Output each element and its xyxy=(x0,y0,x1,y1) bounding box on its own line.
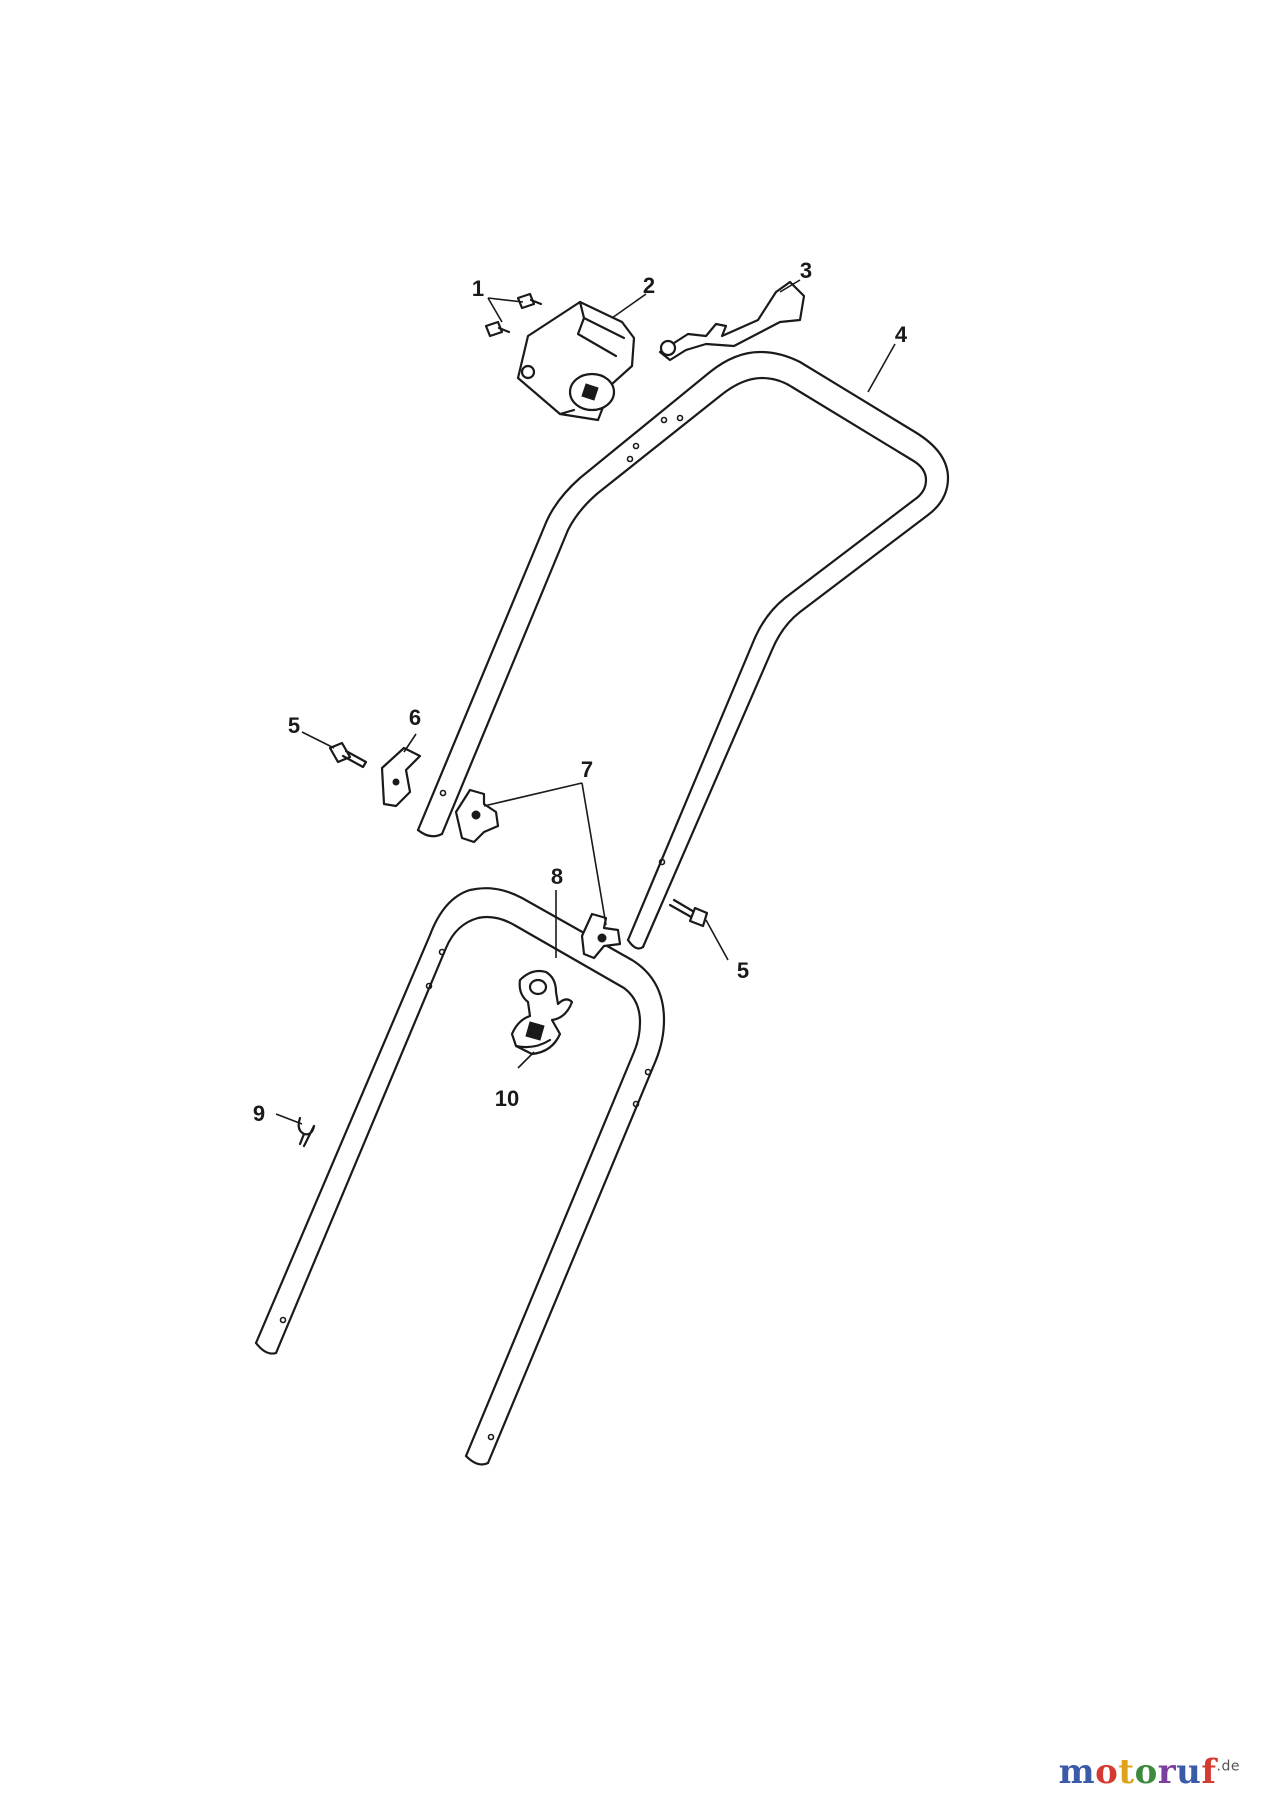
cable-guide xyxy=(510,969,574,1056)
bolt-left xyxy=(328,741,368,769)
watermark-suffix: .de xyxy=(1216,1758,1240,1775)
callouts: 1 2 3 4 5 5 6 7 8 9 10 xyxy=(253,258,908,1126)
callout-6: 6 xyxy=(409,705,421,730)
callout-5-left: 5 xyxy=(288,713,300,738)
upper-handle xyxy=(416,350,950,950)
screws xyxy=(484,292,543,338)
callout-10: 10 xyxy=(495,1086,519,1111)
callout-7: 7 xyxy=(581,757,593,782)
callout-4: 4 xyxy=(895,322,908,347)
clip xyxy=(297,1116,316,1148)
lever xyxy=(658,280,806,362)
watermark-letter: r xyxy=(1157,1752,1177,1792)
lower-handle xyxy=(254,887,666,1466)
watermark-letter: m xyxy=(1058,1752,1096,1792)
callout-9: 9 xyxy=(253,1101,265,1126)
leader-lines xyxy=(275,279,896,1125)
watermark-letter: f xyxy=(1201,1752,1217,1792)
wing-nut-left xyxy=(454,788,500,844)
callout-8: 8 xyxy=(551,864,563,889)
callout-3: 3 xyxy=(800,258,812,283)
watermark-letter: u xyxy=(1176,1752,1202,1792)
bolt-right xyxy=(668,898,709,928)
callout-2: 2 xyxy=(643,273,655,298)
clamp-housing xyxy=(516,300,636,422)
wing-nut-right xyxy=(580,912,622,960)
watermark-letter: o xyxy=(1134,1752,1158,1792)
callout-5-right: 5 xyxy=(737,958,749,983)
callout-1: 1 xyxy=(472,276,484,301)
watermark-letter: o xyxy=(1095,1752,1119,1792)
bracket xyxy=(380,746,422,808)
watermark-letter: t xyxy=(1118,1752,1135,1792)
watermark-logo: motoruf.de xyxy=(1059,1752,1240,1792)
watermark-letters: motoruf xyxy=(1059,1752,1217,1792)
